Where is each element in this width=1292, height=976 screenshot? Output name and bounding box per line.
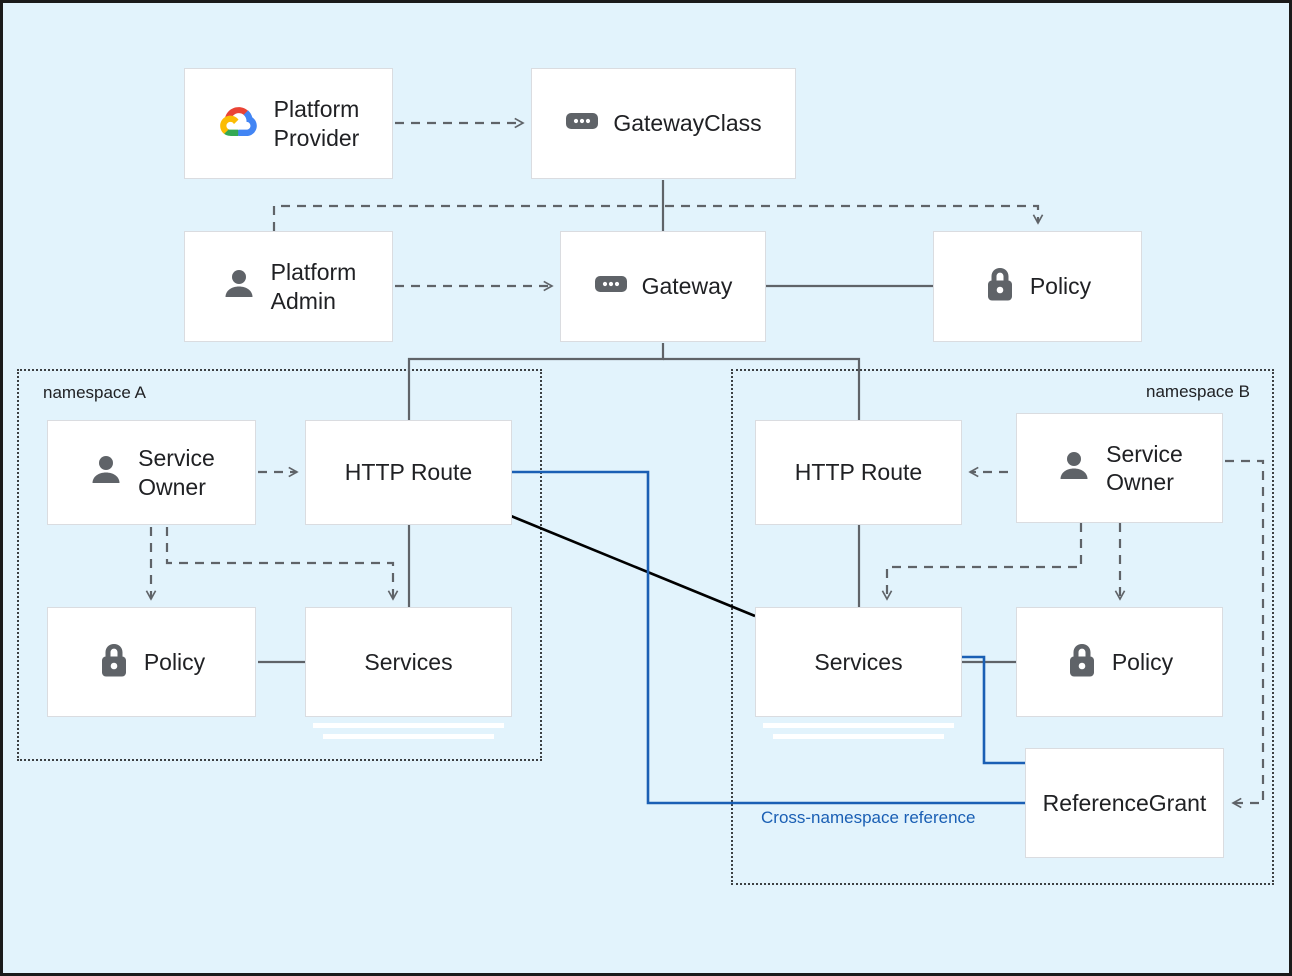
services-b-stack-layer-1 <box>763 723 954 728</box>
node-label: Platform Provider <box>273 96 360 151</box>
lock-icon <box>98 641 130 684</box>
services-b-stack-layer-2 <box>773 734 944 739</box>
edge-owner-b-to-referencegrant <box>1225 459 1265 809</box>
node-services-a[interactable]: Services <box>305 607 512 717</box>
services-a-stack-layer-1 <box>313 723 504 728</box>
node-label: Services <box>814 648 903 675</box>
node-label: Service Owner <box>138 445 215 500</box>
namespace-a-container <box>17 369 542 761</box>
node-http-route-b[interactable]: HTTP Route <box>755 420 962 525</box>
google-cloud-icon <box>218 104 260 143</box>
edge-owner-b-to-services-b <box>881 523 1083 601</box>
node-platform-admin[interactable]: Platform Admin <box>184 231 393 342</box>
node-service-owner-b[interactable]: Service Owner <box>1016 413 1223 523</box>
node-policy-b[interactable]: Policy <box>1016 607 1223 717</box>
gateway-icon <box>565 109 599 138</box>
node-label: GatewayClass <box>613 110 762 137</box>
node-policy-a[interactable]: Policy <box>47 607 256 717</box>
namespace-b-container <box>731 369 1274 885</box>
node-policy-top[interactable]: Policy <box>933 231 1142 342</box>
namespace-b-label: namespace B <box>1146 382 1250 401</box>
node-referencegrant[interactable]: ReferenceGrant <box>1025 748 1224 858</box>
node-label: ReferenceGrant <box>1042 789 1207 816</box>
lock-icon <box>1066 641 1098 684</box>
namespace-a-label: namespace A <box>43 383 147 402</box>
node-label: HTTP Route <box>344 459 473 486</box>
node-label: Policy <box>143 648 206 675</box>
node-label: Services <box>364 648 453 675</box>
gateway-icon <box>594 272 628 301</box>
node-services-b[interactable]: Services <box>755 607 962 717</box>
edge-owner-a-to-services-a <box>165 527 399 601</box>
edge-gateway-to-httproute-a <box>407 343 665 420</box>
person-icon <box>88 452 124 493</box>
cross-namespace-reference-label: Cross-namespace reference <box>761 808 976 827</box>
edge-gateway-to-httproute-b <box>663 357 861 420</box>
person-icon <box>1056 448 1092 489</box>
node-gateway[interactable]: Gateway <box>560 231 766 342</box>
services-a-stack-layer-2 <box>323 734 494 739</box>
edge-httproute-a-to-referencegrant <box>512 470 1025 805</box>
node-label: Gateway <box>641 273 733 300</box>
connector-layer <box>145 117 1265 809</box>
node-service-owner-a[interactable]: Service Owner <box>47 420 256 525</box>
node-label: Service Owner <box>1106 440 1183 495</box>
person-icon <box>221 266 257 307</box>
node-gatewayclass[interactable]: GatewayClass <box>531 68 796 179</box>
node-label: Platform Admin <box>270 259 357 314</box>
node-label: Policy <box>1111 648 1174 675</box>
node-http-route-a[interactable]: HTTP Route <box>305 420 512 525</box>
node-platform-provider[interactable]: Platform Provider <box>184 68 393 179</box>
edge-httproute-a-to-services-b <box>510 514 756 618</box>
lock-icon <box>984 265 1016 308</box>
node-label: HTTP Route <box>794 459 923 486</box>
edge-services-b-to-referencegrant <box>962 655 1025 765</box>
node-label: Policy <box>1029 273 1092 300</box>
edge-admin-to-policy <box>272 204 1044 231</box>
